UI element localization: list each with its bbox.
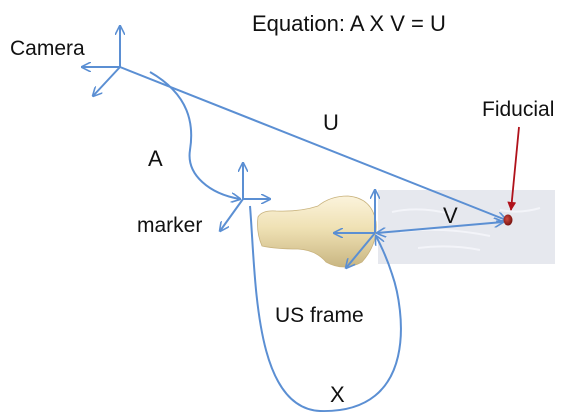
fiducial-label: Fiducial bbox=[482, 98, 554, 121]
camera-label: Camera bbox=[10, 37, 85, 60]
equation-title: Equation: A X V = U bbox=[252, 11, 446, 36]
transform-a-arrow bbox=[150, 72, 240, 199]
us-frame-label: US frame bbox=[275, 304, 364, 327]
transform-x-label: X bbox=[330, 382, 345, 407]
camera-axes bbox=[82, 26, 120, 96]
ultrasound-image bbox=[378, 190, 555, 264]
ultrasound-probe bbox=[258, 196, 377, 267]
marker-label: marker bbox=[137, 214, 202, 237]
transform-u-arrow bbox=[120, 67, 506, 220]
transform-a-label: A bbox=[148, 146, 163, 171]
transform-u-label: U bbox=[323, 110, 339, 135]
transform-v-label: V bbox=[443, 203, 458, 228]
fiducial-dot bbox=[504, 215, 513, 226]
